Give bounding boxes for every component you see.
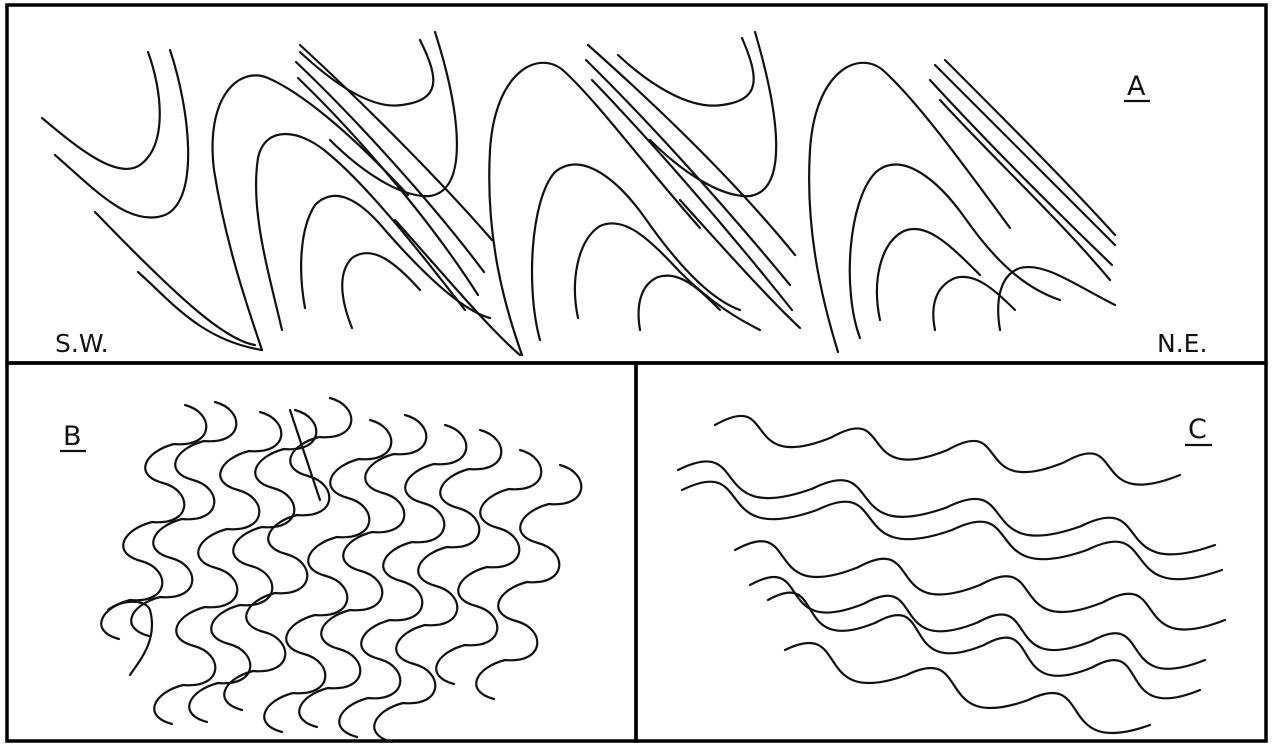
panel-c-fold-line-6 xyxy=(768,593,1200,699)
panel-a-fold-lines xyxy=(42,32,1115,355)
panel-b-fold-line-2 xyxy=(131,402,236,636)
panel-c-fold-lines xyxy=(678,416,1225,733)
panel-a-fold-line-25 xyxy=(809,63,1010,352)
panel-c-label: C xyxy=(1188,414,1207,445)
northeast-label: N.E. xyxy=(1157,329,1207,358)
panel-a-fold-line-1 xyxy=(42,52,160,169)
panel-a-fold-line-4 xyxy=(138,272,262,350)
panel-a-fold-line-7 xyxy=(301,196,490,318)
panel-a-fold-line-32 xyxy=(930,80,1112,265)
panel-a-fold-line-22 xyxy=(618,38,754,106)
panel-b-fold-lines xyxy=(101,398,581,742)
panel-a-fold-line-12 xyxy=(300,40,433,106)
panel-c-fold-line-4 xyxy=(735,541,1225,629)
panel-a-fold-line-27 xyxy=(877,229,980,320)
panel-c-frame xyxy=(636,363,1266,741)
panel-b-label: B xyxy=(63,421,82,452)
panel-a-fold-line-8 xyxy=(342,253,420,328)
panel-a-fold-line-9 xyxy=(300,45,492,240)
panel-b-fold-line-8 xyxy=(339,425,466,737)
panel-a-fold-line-15 xyxy=(489,63,700,355)
panel-b-fold-line-5 xyxy=(224,398,351,710)
panel-b-fold-line-10 xyxy=(436,450,541,684)
panel-a-fold-line-3 xyxy=(95,212,255,345)
panel-b-fold-line-13 xyxy=(290,410,320,500)
panel-a-fold-line-18 xyxy=(639,276,720,330)
panel-a-label: A xyxy=(1127,71,1146,102)
panel-a-fold-line-31 xyxy=(945,60,1115,235)
panel-a-fold-line-23 xyxy=(650,32,776,196)
panel-c-fold-line-3 xyxy=(682,482,1222,580)
panel-a-fold-line-30 xyxy=(935,65,1115,245)
panel-a-fold-line-11 xyxy=(298,78,478,295)
panel-c-fold-line-1 xyxy=(715,416,1180,485)
panel-a-fold-line-24 xyxy=(680,200,800,328)
panel-b-fold-line-11 xyxy=(476,465,581,699)
panel-b-fold-line-7 xyxy=(299,415,426,727)
southwest-label: S.W. xyxy=(55,329,109,358)
panel-a-fold-line-2 xyxy=(55,50,188,218)
panel-c-fold-line-5 xyxy=(750,577,1205,669)
panel-c-fold-line-7 xyxy=(785,643,1150,733)
panel-a-fold-line-33 xyxy=(940,100,1110,280)
